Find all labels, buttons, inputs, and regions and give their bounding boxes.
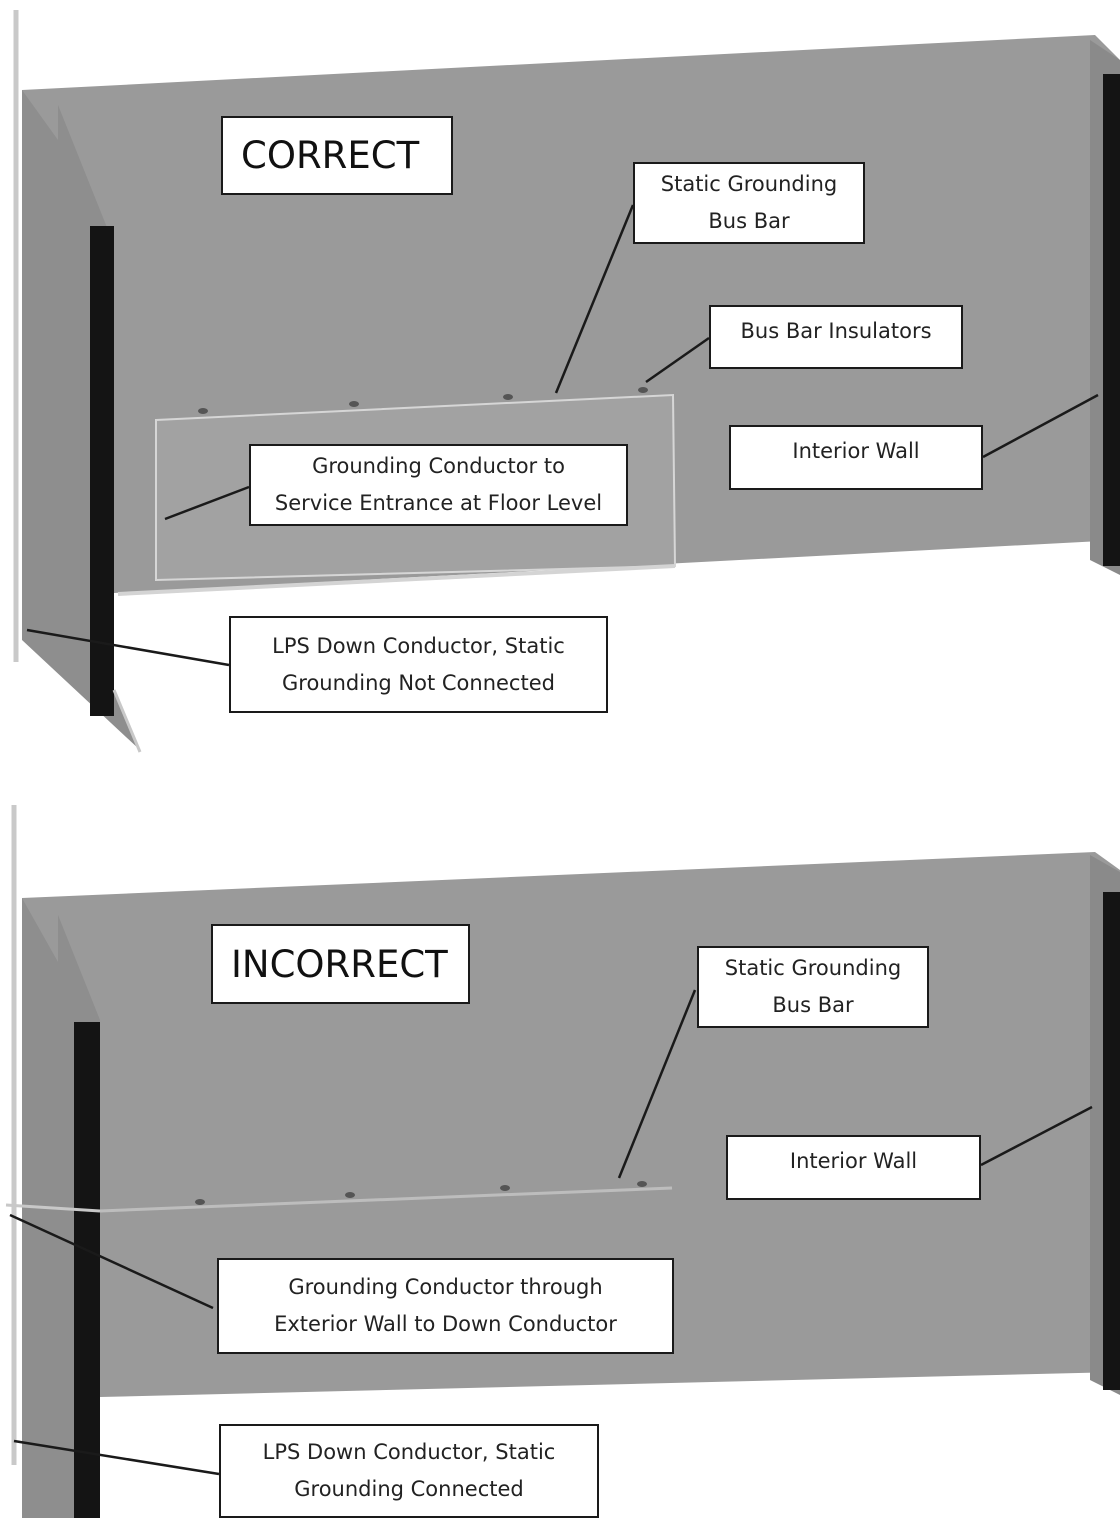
incorrect-leader-lines: [9, 989, 1093, 1476]
correct-bus-bar-label: Static Grounding Bus Bar: [633, 162, 865, 244]
incorrect-lps-label: LPS Down Conductor, Static Grounding Con…: [219, 1424, 599, 1518]
label-text: LPS Down Conductor, Static Grounding Not…: [272, 633, 565, 695]
insulators: [195, 1181, 647, 1205]
label-text: LPS Down Conductor, Static Grounding Con…: [262, 1440, 556, 1501]
incorrect-interior-wall-label: Interior Wall: [726, 1135, 981, 1200]
correct-insulators-label: Bus Bar Insulators: [709, 305, 963, 369]
right-dark-column: [1103, 892, 1120, 1390]
label-text: Interior Wall: [789, 1149, 918, 1173]
insulators: [198, 387, 648, 414]
correct-title: CORRECT: [221, 116, 453, 195]
label-text: Static Grounding Bus Bar: [660, 172, 838, 233]
bus-bar: [99, 1186, 673, 1213]
correct-leader-lines: [26, 204, 1099, 667]
label-text: Interior Wall: [792, 439, 920, 463]
incorrect-conductor-label: Grounding Conductor through Exterior Wal…: [217, 1258, 674, 1354]
dark-column: [74, 1022, 100, 1518]
conductor-through-wall: [5, 1203, 101, 1213]
right-dark-column: [1103, 74, 1120, 566]
label-text: Grounding Conductor through Exterior Wal…: [274, 1275, 617, 1336]
incorrect-bus-bar-label: Static Grounding Bus Bar: [697, 946, 929, 1028]
label-text: Bus Bar Insulators: [740, 319, 932, 343]
incorrect-title: INCORRECT: [211, 924, 470, 1004]
label-text: Grounding Conductor to Service Entrance …: [274, 454, 603, 515]
correct-interior-wall-label: Interior Wall: [729, 425, 983, 490]
floor-conductor: [117, 564, 676, 596]
conductor-tail: [112, 689, 142, 753]
correct-lps-label: LPS Down Conductor, Static Grounding Not…: [229, 616, 608, 713]
dark-column: [90, 226, 114, 716]
label-text: Static Grounding Bus Bar: [724, 956, 902, 1017]
correct-conductor-label: Grounding Conductor to Service Entrance …: [249, 444, 628, 526]
